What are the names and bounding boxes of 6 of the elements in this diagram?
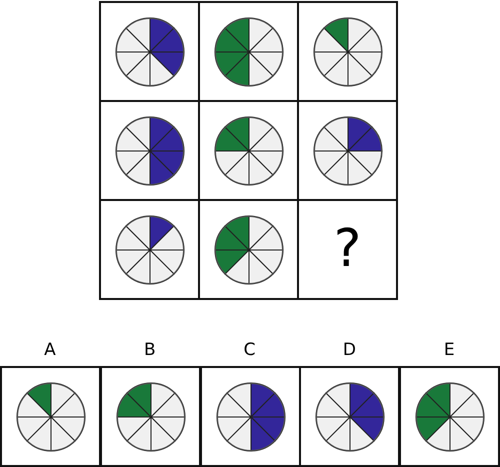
option-letter: A: [43, 340, 57, 360]
option-letter: E: [442, 340, 456, 360]
option-letter: B: [142, 340, 157, 360]
question-mark: ?: [332, 219, 362, 279]
option-letter: D: [342, 340, 357, 360]
option-letter: C: [242, 340, 257, 360]
